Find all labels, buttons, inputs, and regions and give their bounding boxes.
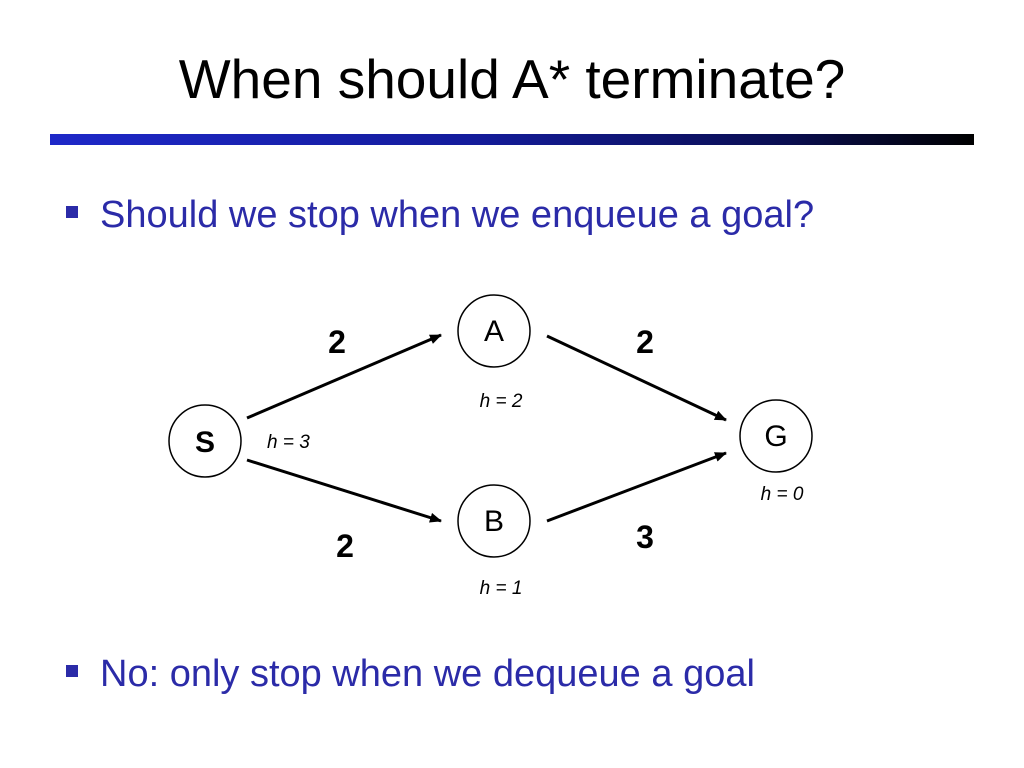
node-b xyxy=(457,484,531,558)
square-bullet-icon xyxy=(66,205,78,218)
edge-cost-b-g: 3 xyxy=(636,519,654,555)
node-b-label: B xyxy=(484,505,504,538)
edge-cost-s-a: 2 xyxy=(328,324,346,360)
edge-s-b xyxy=(246,458,442,523)
edge-cost-s-b: 2 xyxy=(336,528,354,564)
bullet-item-1: Should we stop when we enqueue a goal? xyxy=(66,192,814,238)
slide-title: When should A* terminate? xyxy=(178,48,846,110)
node-b-heuristic: h = 1 xyxy=(480,578,523,599)
edge-s-a xyxy=(246,333,442,420)
node-a-heuristic: h = 2 xyxy=(480,391,523,412)
edge-cost-a-g: 2 xyxy=(636,324,654,360)
title-divider xyxy=(50,134,974,145)
edge-b-g xyxy=(546,451,727,523)
node-a xyxy=(457,294,531,368)
bullet-item-2: No: only stop when we dequeue a goal xyxy=(66,651,755,697)
node-g-label: G xyxy=(764,420,787,453)
node-s xyxy=(168,404,242,478)
square-bullet-icon xyxy=(66,664,78,677)
edge-a-g xyxy=(546,334,727,422)
node-s-label: S xyxy=(195,426,215,459)
node-g-heuristic: h = 0 xyxy=(761,484,804,505)
node-g xyxy=(739,399,813,473)
node-a-label: A xyxy=(484,315,504,348)
bullet-text-2: No: only stop when we dequeue a goal xyxy=(100,653,755,695)
node-s-heuristic: h = 3 xyxy=(267,432,310,453)
bullet-text-1: Should we stop when we enqueue a goal? xyxy=(100,194,815,236)
